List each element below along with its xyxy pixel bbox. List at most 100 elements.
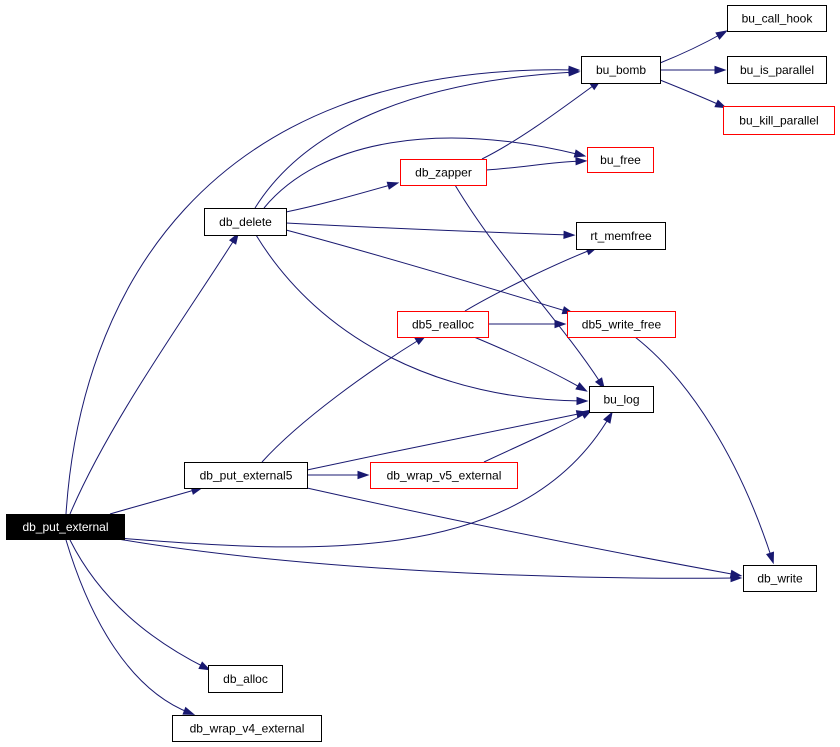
node-label: db_wrap_v4_external — [190, 722, 305, 736]
edge-line — [263, 137, 582, 209]
edge-db5_write_free-to-db_write — [634, 336, 775, 565]
edge-db_put_external5-to-bu_log — [306, 410, 589, 471]
arrowhead-icon — [729, 569, 743, 578]
node-box[interactable] — [397, 311, 489, 338]
node-bu-bomb[interactable]: bu_bomb — [581, 56, 661, 84]
edge-line — [65, 69, 576, 515]
node-label: bu_free — [600, 153, 641, 167]
edge-line — [481, 82, 598, 160]
edge-db5_realloc-to-rt_memfree — [464, 246, 599, 312]
arrowhead-icon — [765, 551, 775, 565]
edge-line — [285, 222, 571, 236]
node-label: db_delete — [219, 215, 272, 229]
node-bu-kill-parallel[interactable]: bu_kill_parallel — [723, 106, 835, 135]
arrowhead-icon — [563, 230, 576, 239]
node-box[interactable] — [208, 665, 283, 693]
arrowhead-icon — [603, 411, 613, 424]
edge-line — [454, 184, 603, 386]
node-bu-free[interactable]: bu_free — [587, 147, 654, 173]
arrowhead-icon — [386, 181, 400, 190]
node-box[interactable] — [6, 514, 125, 540]
edge-line — [109, 488, 199, 515]
arrowhead-icon — [182, 706, 196, 715]
node-db-write[interactable]: db_write — [743, 565, 817, 592]
edge-line — [634, 336, 773, 560]
arrowhead-icon — [357, 470, 370, 480]
edge-db_put_external-to-db_alloc — [69, 539, 211, 671]
node-box[interactable] — [370, 462, 518, 489]
node-label: db_alloc — [223, 672, 268, 686]
edge-line — [117, 415, 611, 548]
arrowhead-icon — [575, 382, 588, 392]
node-bu-is-parallel[interactable]: bu_is_parallel — [727, 56, 827, 84]
edge-line — [117, 538, 738, 579]
node-box[interactable] — [743, 565, 817, 592]
node-bu-log[interactable]: bu_log — [589, 386, 654, 413]
edge-line — [285, 183, 395, 213]
node-db-alloc[interactable]: db_alloc — [208, 665, 283, 693]
node-label: db_put_external5 — [200, 469, 293, 483]
arrowhead-icon — [573, 149, 587, 158]
edge-db5_realloc-to-bu_log — [473, 336, 588, 392]
node-box[interactable] — [567, 311, 676, 338]
node-label: bu_bomb — [596, 63, 646, 77]
edge-line — [69, 236, 237, 515]
edge-db_put_external-to-db_wrap_v4_external — [65, 539, 196, 715]
edge-db_put_external-to-bu_log — [117, 411, 613, 548]
arrowhead-icon — [554, 319, 567, 329]
node-db-put-external5[interactable]: db_put_external5 — [184, 462, 308, 489]
arrowhead-icon — [580, 409, 593, 419]
arrowhead-icon — [715, 30, 728, 40]
node-label: db_zapper — [415, 166, 472, 180]
node-db-delete[interactable]: db_delete — [204, 208, 287, 236]
node-db-put-external[interactable]: db_put_external — [6, 514, 125, 540]
edge-db_delete-to-bu_bomb — [254, 68, 581, 209]
edge-line — [473, 336, 584, 390]
node-label: db5_write_free — [582, 318, 662, 332]
node-box[interactable] — [589, 386, 654, 413]
edge-line — [285, 229, 570, 313]
node-box[interactable] — [723, 106, 835, 135]
arrowhead-icon — [228, 232, 239, 245]
node-box[interactable] — [172, 715, 322, 742]
arrowhead-icon — [594, 377, 605, 390]
node-box[interactable] — [587, 147, 654, 173]
node-box[interactable] — [727, 5, 827, 32]
node-db-wrap-v4-external[interactable]: db_wrap_v4_external — [172, 715, 322, 742]
node-label: bu_is_parallel — [740, 63, 814, 77]
edge-line — [659, 79, 723, 107]
edge-line — [69, 539, 207, 669]
edge-db_put_external-to-db_write — [117, 538, 743, 583]
edge-db_zapper-to-bu_free — [485, 157, 588, 171]
edges-layer — [65, 30, 775, 715]
node-bu-call-hook[interactable]: bu_call_hook — [727, 5, 827, 32]
node-label: rt_memfree — [590, 229, 652, 243]
node-box[interactable] — [576, 222, 666, 250]
edge-db_put_external-to-db_delete — [69, 232, 239, 515]
node-db-zapper[interactable]: db_zapper — [400, 159, 487, 186]
edge-line — [483, 411, 589, 463]
node-box[interactable] — [204, 208, 287, 236]
node-db5-realloc[interactable]: db5_realloc — [397, 311, 489, 338]
node-db5-write-free[interactable]: db5_write_free — [567, 311, 676, 338]
edge-db_zapper-to-bu_log — [454, 184, 605, 390]
node-rt-memfree[interactable]: rt_memfree — [576, 222, 666, 250]
edge-db_put_external-to-db_put_external5 — [109, 486, 204, 515]
edge-db_put_external5-to-db_write — [306, 487, 743, 578]
nodes-layer: db_put_external db_put_external5 db_delete… — [6, 5, 835, 742]
node-box[interactable] — [727, 56, 827, 84]
edge-db_delete-to-bu_free — [263, 137, 587, 209]
node-box[interactable] — [581, 56, 661, 84]
edge-line — [485, 160, 583, 171]
node-label: bu_kill_parallel — [739, 114, 818, 128]
edge-db_zapper-to-bu_bomb — [481, 79, 602, 160]
edge-db5_realloc-to-db5_write_free — [488, 319, 567, 329]
arrowhead-icon — [576, 396, 589, 406]
node-db-wrap-v5-external[interactable]: db_wrap_v5_external — [370, 462, 518, 489]
node-label: db_wrap_v5_external — [387, 469, 502, 483]
node-box[interactable] — [400, 159, 487, 186]
arrowhead-icon — [575, 157, 588, 166]
node-box[interactable] — [184, 462, 308, 489]
